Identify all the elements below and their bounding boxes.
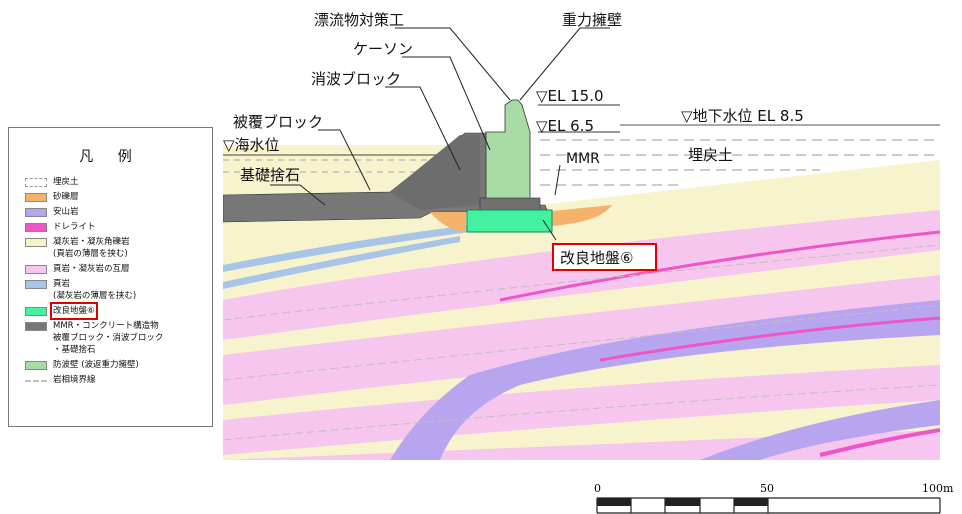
legend-swatch: [25, 376, 47, 382]
label-foundation-rubble: 基礎捨石: [240, 166, 300, 184]
legend-swatch: [25, 361, 47, 370]
label-drift-countermeasure: 漂流物対策工: [314, 11, 404, 29]
label-wave-blocks: 消波ブロック: [311, 70, 401, 88]
legend-label-line: 凝灰岩・凝灰角礫岩: [53, 237, 130, 247]
legend-item-anzan: 安山岩: [25, 206, 210, 218]
legend-swatch: [25, 265, 47, 274]
legend-item-kegan: 頁岩 (凝灰岩の薄層を挟む): [25, 278, 210, 302]
scale-seg-filled: [597, 498, 631, 506]
gravel-pocket: [552, 205, 612, 226]
mmr-block: [479, 197, 541, 211]
legend-label-line: 防波壁 (波返重力擁壁): [53, 360, 139, 370]
legend-label: ドレライト: [53, 221, 96, 233]
shale-tuff-band: [223, 275, 940, 405]
legend-label-line: 砂礫層: [53, 192, 79, 202]
scale-tick-100: 100m: [922, 482, 954, 495]
legend-label-line: ドレライト: [53, 222, 96, 232]
legend-swatch: [25, 178, 47, 187]
label-armor-blocks: 被覆ブロック: [233, 113, 323, 131]
dolerite-seam: [599, 316, 940, 362]
legend-label-line: 頁岩: [53, 279, 71, 289]
backfill-soil: [530, 125, 940, 205]
shale-band: [223, 236, 460, 289]
backfill-dash-pattern: [540, 139, 940, 186]
label-sea-level: ▽海水位: [223, 136, 280, 154]
legend-item-umemodoshi: 埋戻土: [25, 176, 210, 188]
improved-ground: [466, 209, 553, 233]
legend-label: MMR・コンクリート構造物被覆ブロック・消波ブロック・基礎捨石: [53, 320, 163, 356]
label-groundwater: ▽地下水位 EL 8.5: [681, 107, 804, 125]
legend-item-kyokai: 岩相境界線: [25, 374, 210, 386]
legend-item-mmr: MMR・コンクリート構造物被覆ブロック・消波ブロック・基礎捨石: [25, 320, 210, 356]
label-backfill: 埋戻土: [688, 146, 733, 164]
caisson-wall: [485, 99, 531, 206]
legend-label: 防波壁 (波返重力擁壁): [53, 359, 139, 371]
label-caisson: ケーソン: [353, 40, 413, 58]
legend-label-line: MMR・コンクリート構造物: [53, 321, 159, 331]
legend-label: 砂礫層: [53, 191, 79, 203]
legend-list: 埋戻土砂礫層安山岩ドレライト凝灰岩・凝灰角礫岩 (頁岩の薄層を挟む) 頁岩・凝灰岩の…: [25, 176, 210, 389]
legend-swatch: [25, 208, 47, 217]
shale-band: [223, 225, 470, 272]
dolerite-seam: [499, 230, 940, 302]
dolerite-seam: [819, 428, 940, 457]
andesite-band: [390, 300, 940, 460]
legend-item-bohaheki: 防波壁 (波返重力擁壁): [25, 359, 210, 371]
cross-section-diagram: 漂流物対策工 重力擁壁 ケーソン 消波ブロック 被覆ブロック ▽海水位 基礎捨石…: [223, 11, 940, 460]
legend-swatch: [25, 193, 47, 202]
legend-label-line: (頁岩の薄層を挟む): [53, 249, 128, 259]
legend-label-line: 頁岩・凝灰岩の互層: [53, 264, 130, 274]
andesite-band: [700, 400, 940, 460]
scale-tick-0: 0: [594, 482, 601, 495]
label-el15: ▽EL 15.0: [536, 87, 604, 105]
gravel-pocket: [430, 212, 466, 232]
legend-item-sareki: 砂礫層: [25, 191, 210, 203]
legend-label: 改良地盤⑥: [50, 302, 98, 320]
rock-boundary-line: [223, 244, 940, 321]
legend-label: 埋戻土: [53, 176, 79, 188]
shale-tuff-band: [223, 365, 940, 455]
legend-title: 凡 例: [79, 149, 142, 165]
label-gravity-wall: 重力擁壁: [562, 11, 622, 29]
legend-swatch: [25, 238, 47, 247]
improved-ground-callout-box: [552, 243, 657, 271]
legend-swatch: [25, 322, 47, 331]
legend-label-line: ・基礎捨石: [53, 345, 96, 355]
legend-label: 安山岩: [53, 206, 79, 218]
legend-label: 頁岩・凝灰岩の互層: [53, 263, 130, 275]
scale-seg-filled: [665, 498, 700, 506]
legend-label-line: 埋戻土: [53, 177, 79, 187]
legend-label-line: 被覆ブロック・消波ブロック: [53, 333, 164, 343]
legend-label: 頁岩 (凝灰岩の薄層を挟む): [53, 278, 136, 302]
legend-swatch: [25, 307, 47, 316]
legend-swatch: [25, 280, 47, 289]
legend-swatch: [25, 223, 47, 232]
legend-item-gogan: 頁岩・凝灰岩の互層: [25, 263, 210, 275]
shale-tuff-band: [223, 210, 940, 340]
rock-boundary-line: [223, 304, 940, 381]
legend-item-gyokaigan: 凝灰岩・凝灰角礫岩 (頁岩の薄層を挟む): [25, 236, 210, 260]
legend-box: 凡 例 埋戻土砂礫層安山岩ドレライト凝灰岩・凝灰角礫岩(頁岩の薄層を挟む)頁岩・…: [8, 127, 213, 427]
legend-label-line: 改良地盤⑥: [53, 306, 95, 316]
legend-label-line: 安山岩: [53, 207, 79, 217]
leader-lines: [270, 27, 610, 241]
sea-area-pattern: [223, 159, 440, 173]
label-mmr: MMR: [566, 151, 600, 167]
legend-label-line: 岩相境界線: [53, 375, 96, 385]
scale-seg-filled: [734, 498, 768, 506]
legend-label-line: (凝灰岩の薄層を挟む): [53, 291, 137, 301]
label-improved-ground: 改良地盤⑥: [560, 249, 633, 267]
legend-item-kairyo: 改良地盤⑥: [25, 302, 210, 320]
legend-label: 凝灰岩・凝灰角礫岩 (頁岩の薄層を挟む): [53, 236, 130, 260]
scale-tick-50: 50: [760, 482, 774, 495]
wave-block-slope: [390, 135, 480, 210]
legend-item-dolerite: ドレライト: [25, 221, 210, 233]
legend-label: 岩相境界線: [53, 374, 96, 386]
label-el65: ▽EL 6.5: [536, 117, 594, 135]
